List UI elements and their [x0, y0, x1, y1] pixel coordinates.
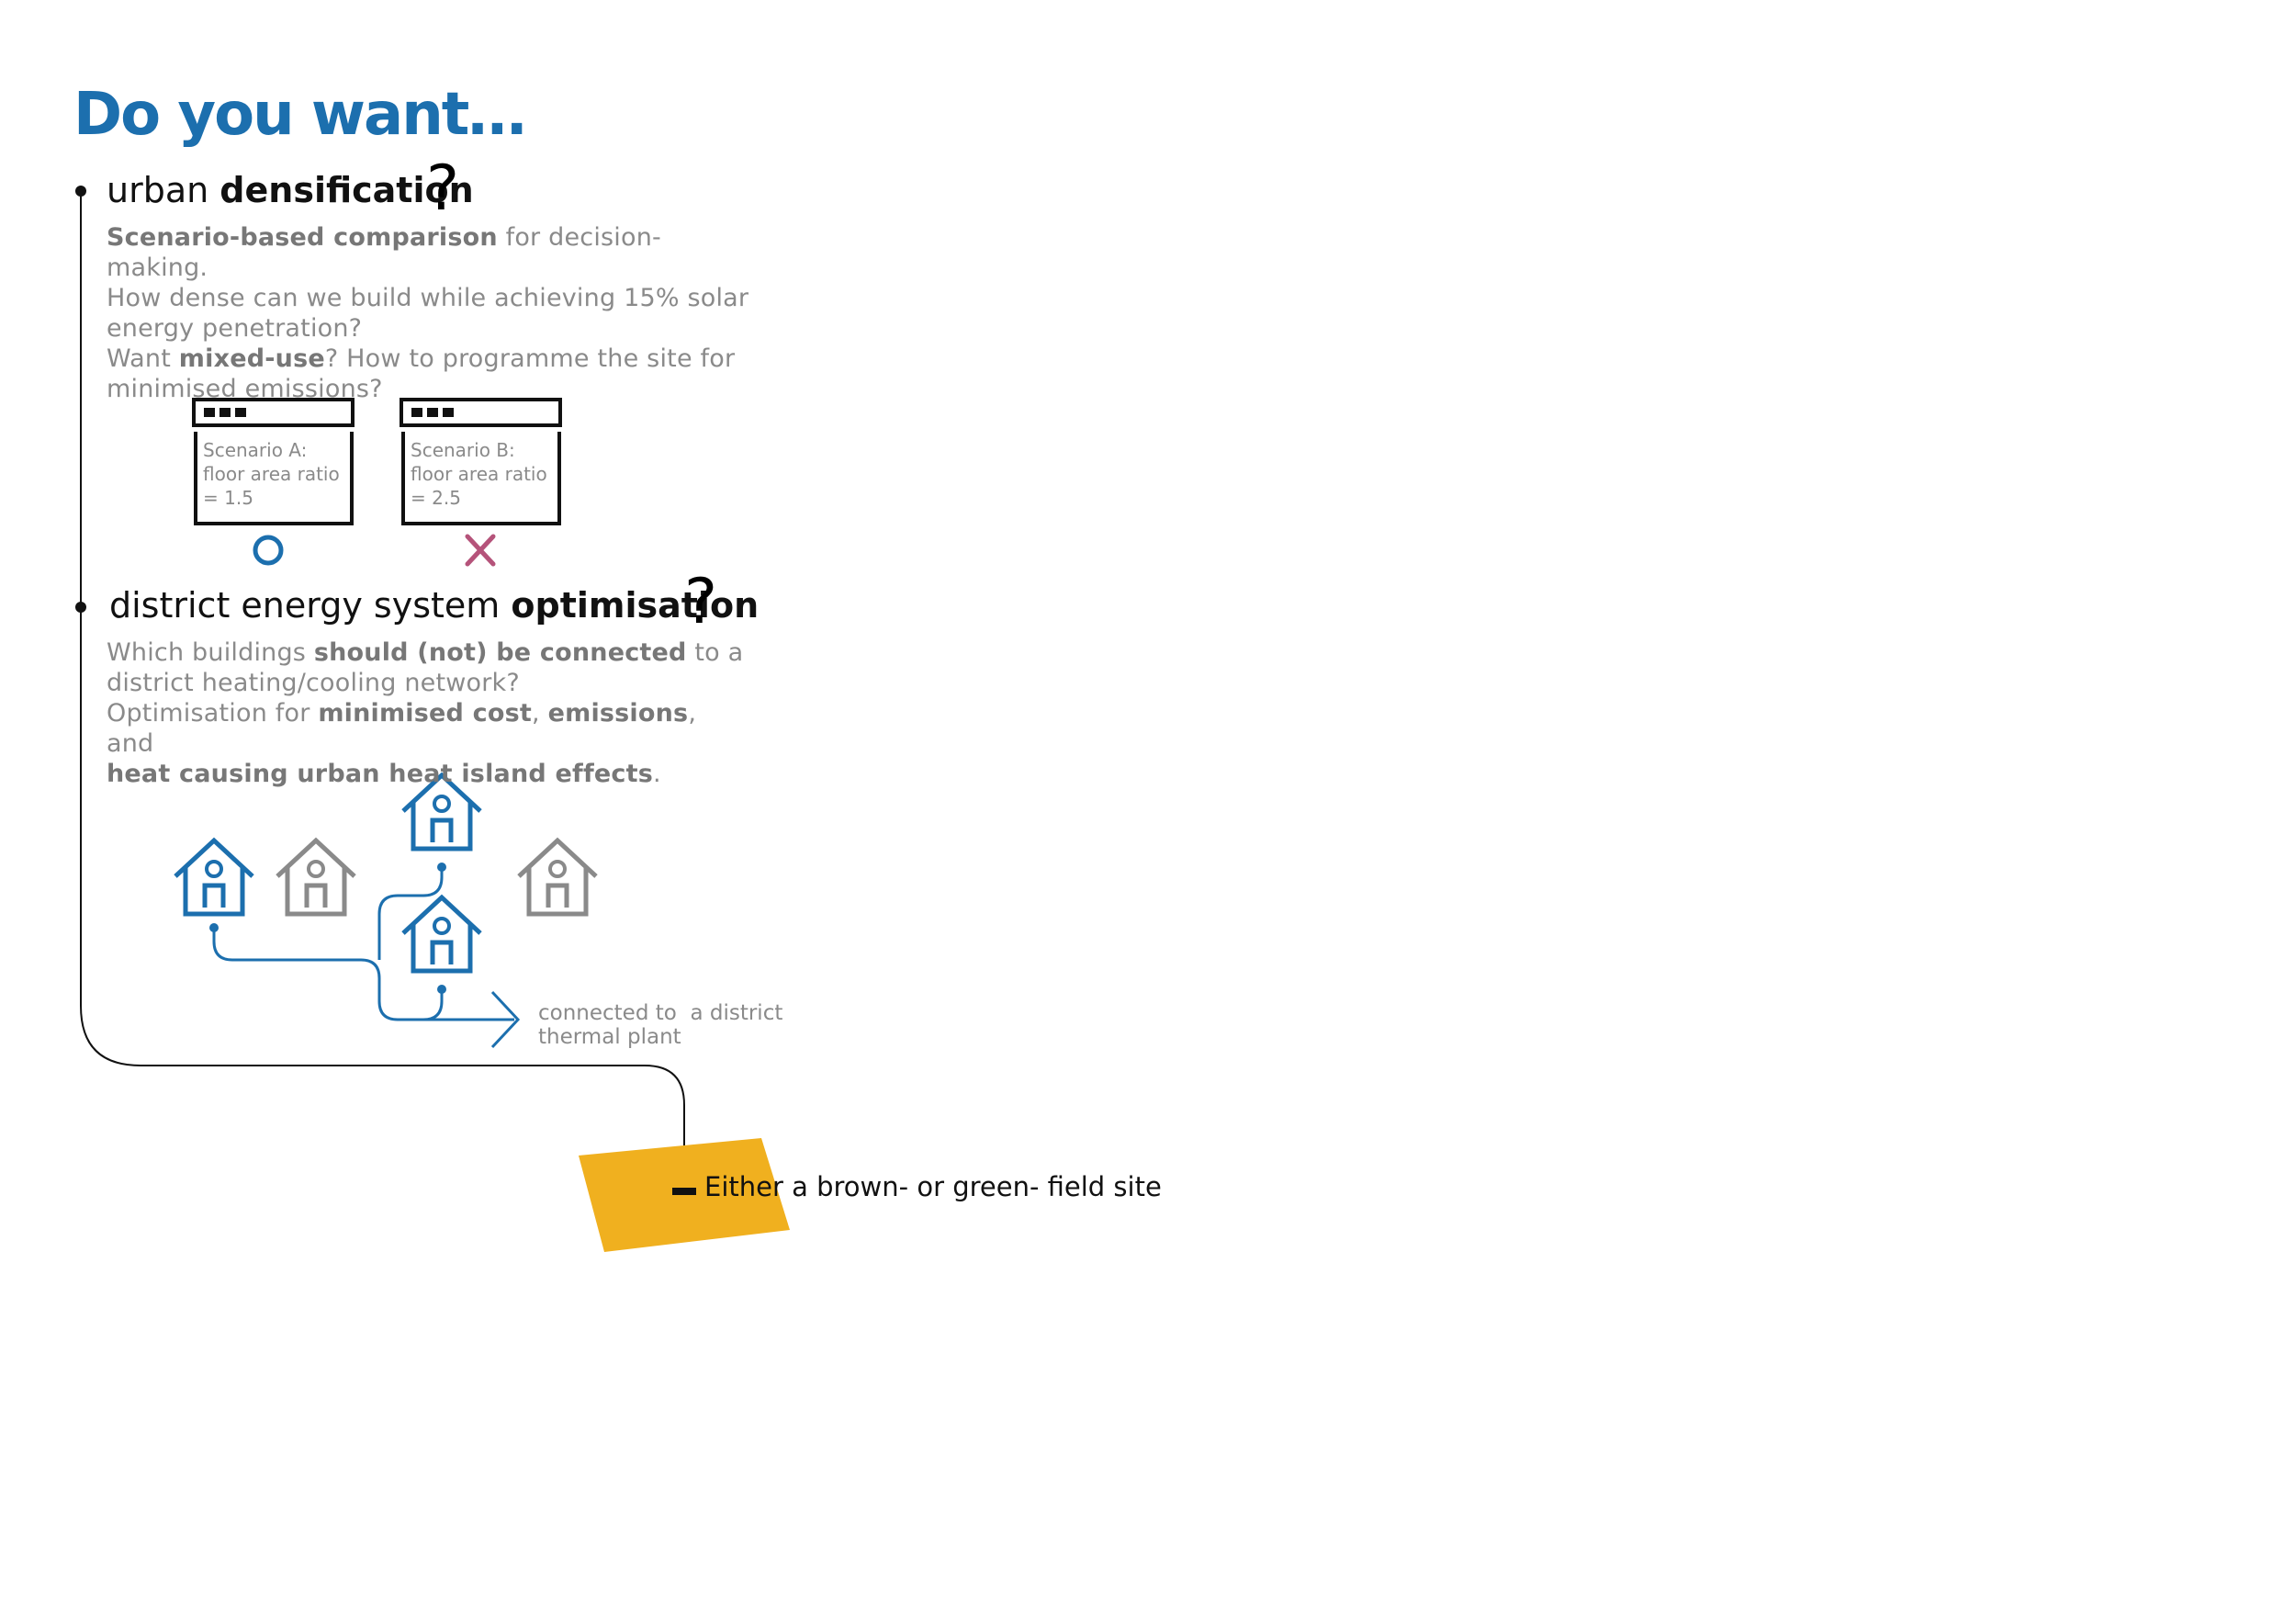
scenario-a-text: Scenario A: floor area ratio = 1.5: [203, 438, 340, 510]
heat-network-pipes: [212, 870, 521, 1049]
heading-plain: urban: [107, 170, 209, 210]
densification-description: Scenario-based comparison for decision-m…: [107, 222, 749, 404]
body-text: minimised emissions?: [107, 375, 383, 403]
card-line: floor area ratio: [411, 463, 547, 485]
circle-icon: [253, 535, 284, 566]
emphasis-text: mixed-use: [178, 344, 325, 373]
house-icon-connected: [175, 840, 253, 914]
body-text: ,: [532, 699, 548, 727]
body-text: ? How to programme the site for: [324, 344, 736, 373]
emphasis-text: emissions: [547, 699, 689, 727]
emphasis-text: Scenario-based comparison: [107, 223, 498, 252]
caption-line: thermal plant: [538, 1025, 681, 1049]
emphasis-text: heat causing urban heat island effects: [107, 760, 653, 788]
pipe-node: [209, 923, 219, 932]
heading-bold: densification: [219, 170, 474, 210]
scenario-b-text: Scenario B: floor area ratio = 2.5: [411, 438, 547, 510]
heading-bold: optimisation: [511, 585, 760, 626]
window-dots-icon: [411, 408, 422, 417]
cross-icon: [465, 534, 496, 567]
page-title: Do you want…: [73, 81, 526, 149]
scenario-card-b: [400, 398, 562, 525]
card-line: Scenario B:: [411, 439, 515, 461]
section-heading-optimisation: district energy system optimisation: [109, 588, 759, 623]
body-text: , and: [107, 699, 697, 758]
body-text: energy penetration?: [107, 314, 363, 343]
house-icon-unconnected: [277, 840, 355, 914]
house-icon-connected: [403, 897, 480, 971]
pipe-node: [437, 863, 446, 872]
card-line: = 1.5: [203, 487, 253, 509]
card-line: floor area ratio: [203, 463, 340, 485]
timeline-dot-1: [75, 186, 86, 197]
body-text: .: [653, 760, 661, 788]
question-mark-icon: ?: [426, 152, 460, 225]
emphasis-text: should (not) be connected: [313, 638, 687, 667]
card-line: = 2.5: [411, 487, 461, 509]
body-text: Optimisation for: [107, 699, 319, 727]
optimisation-description: Which buildings should (not) be connecte…: [107, 637, 749, 789]
house-icon-unconnected: [519, 840, 596, 914]
question-mark-icon: ?: [684, 566, 718, 638]
body-text: Which buildings: [107, 638, 314, 667]
heading-plain: district energy system: [109, 585, 501, 626]
caption-line: connected to a district: [538, 1001, 783, 1025]
pipe-node: [437, 985, 446, 994]
timeline-dot-2: [75, 602, 86, 613]
body-text: for decision-making.: [107, 223, 661, 282]
body-text: district heating/cooling network?: [107, 669, 520, 697]
emphasis-text: minimised cost: [318, 699, 533, 727]
section-heading-densification: urban densification: [107, 173, 474, 208]
scenario-card-a: [192, 398, 355, 525]
timeline-line: [80, 191, 685, 1190]
card-line: Scenario A:: [203, 439, 308, 461]
site-label: Either a brown- or green- field site: [704, 1171, 1162, 1202]
window-dots-icon: [204, 408, 215, 417]
network-caption: connected to a district thermal plant: [538, 1001, 782, 1049]
site-marker: [672, 1188, 696, 1195]
body-text: to a: [686, 638, 744, 667]
body-text: How dense can we build while achieving 1…: [107, 284, 749, 312]
body-text: Want: [107, 344, 179, 373]
